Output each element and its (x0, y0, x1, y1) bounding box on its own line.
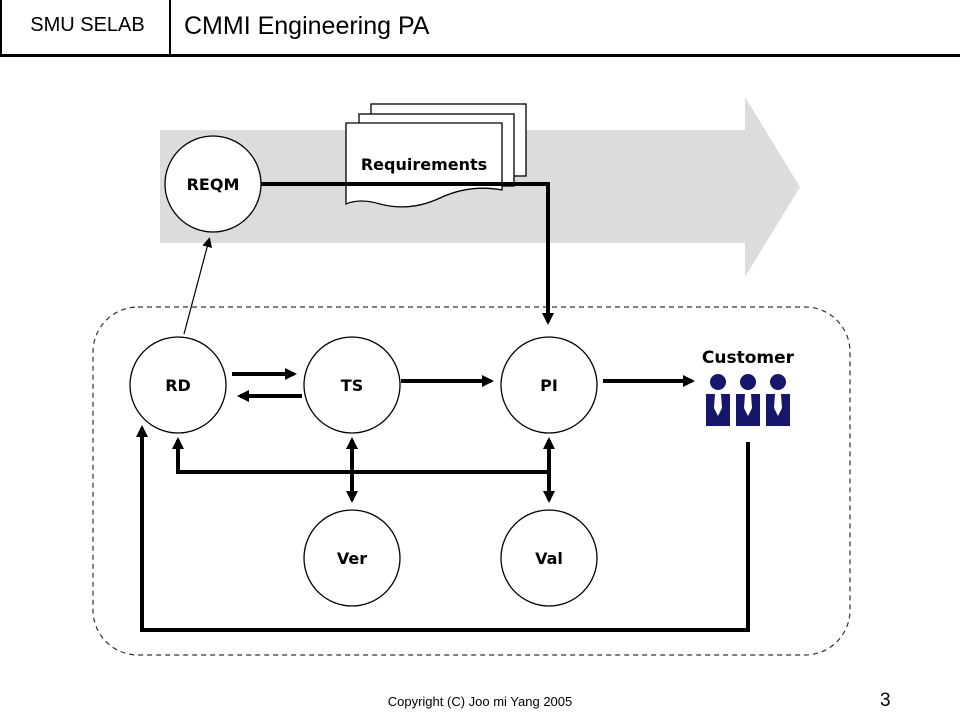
customer-feedback-line (136, 425, 750, 632)
rd-to-reqm-arrow (183, 237, 213, 335)
header-divider (0, 54, 960, 57)
org-label: SMU SELAB (30, 14, 145, 36)
verification-feedback-line (172, 437, 549, 474)
node-pi: PI (500, 336, 598, 434)
node-ts: TS (303, 336, 401, 434)
page-number: 3 (880, 690, 891, 711)
node-val-label: Val (535, 549, 563, 568)
node-ts-label: TS (341, 376, 363, 395)
copyright-text: Copyright (C) Joo mi Yang 2005 (387, 694, 573, 709)
node-ver: Ver (303, 509, 401, 607)
slide-header: SMU SELAB CMMI Engineering PA (0, 0, 960, 58)
customer-label: Customer (702, 348, 795, 368)
requirements-label: Requirements (361, 155, 487, 174)
engineering-boundary (92, 306, 851, 656)
node-val: Val (500, 509, 598, 607)
slide-title: CMMI Engineering PA (184, 12, 430, 40)
node-rd-label: RD (165, 376, 191, 395)
customer-people-icon (706, 374, 790, 426)
node-rd: RD (129, 336, 227, 434)
reqm-to-pi-connector (261, 182, 554, 325)
node-reqm: REQM (164, 135, 262, 233)
node-pi-label: PI (540, 376, 558, 395)
org-box: SMU SELAB (0, 0, 171, 56)
node-ver-label: Ver (337, 549, 367, 568)
node-reqm-label: REQM (187, 175, 240, 194)
